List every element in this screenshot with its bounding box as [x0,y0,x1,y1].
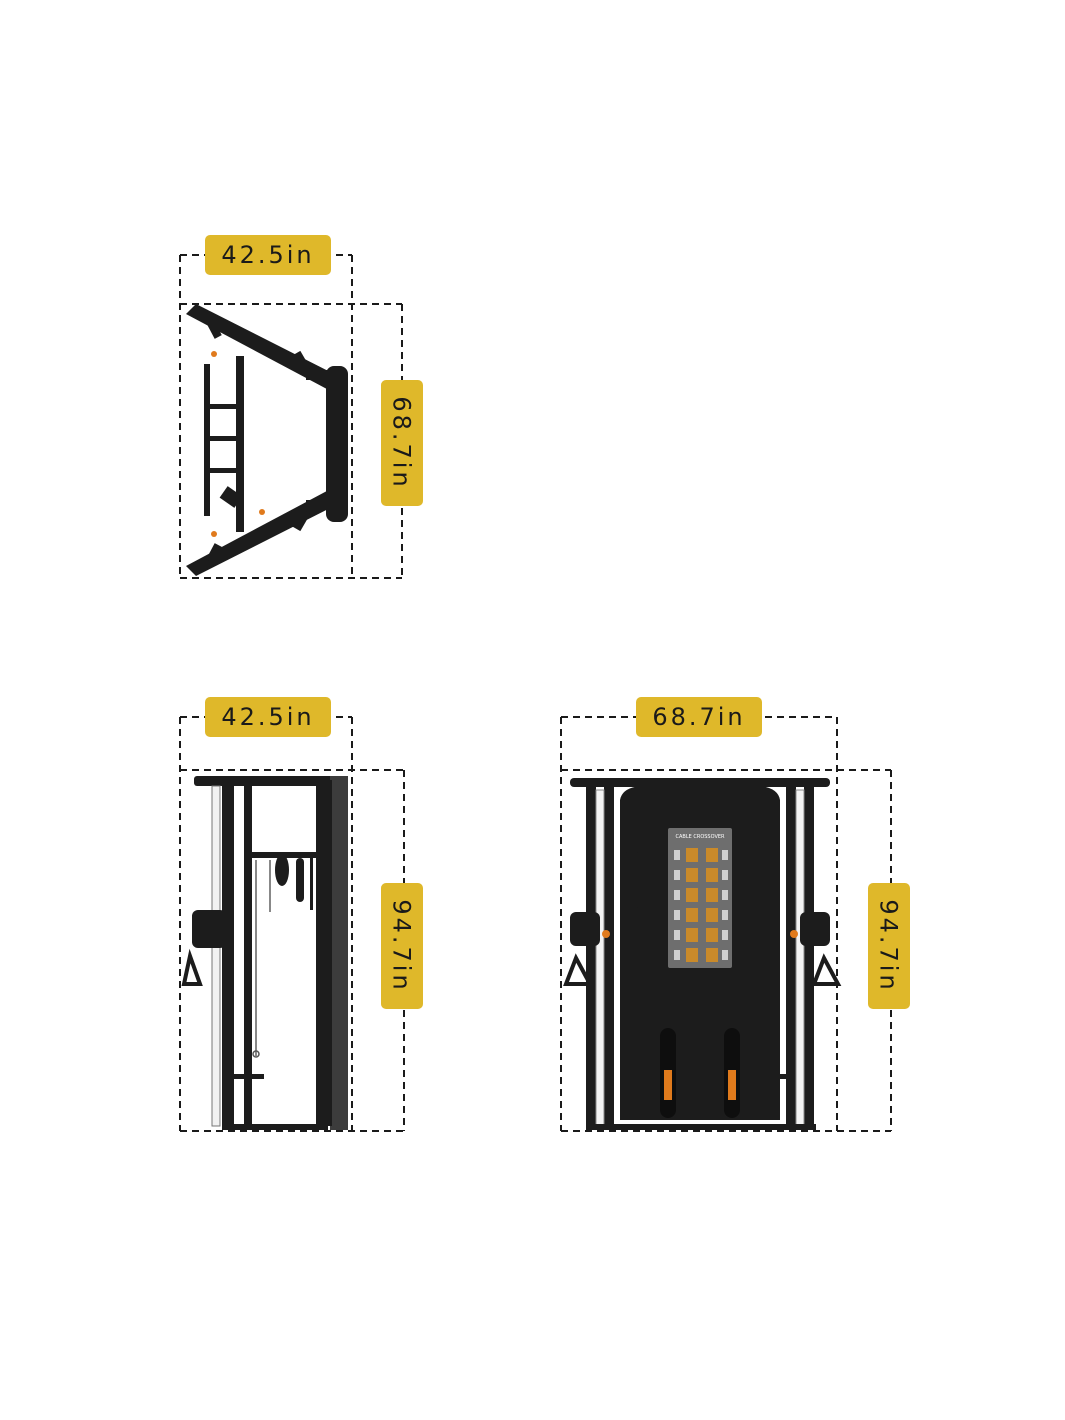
top-view-drawing [179,254,403,579]
front-view-height-label: 94.7in [868,883,910,1009]
front-view-drawing: CABLE CROSSOVER [560,716,892,1132]
front-view-width-label: 68.7in [636,697,762,737]
top-view-depth-label: 68.7in [381,380,423,506]
top-view-depth-text: 68.7in [388,396,417,490]
side-view-width-label: 42.5in [205,697,331,737]
top-view-width-label: 42.5in [205,235,331,275]
side-view-height-label: 94.7in [381,883,423,1009]
front-view-height-text: 94.7in [875,899,904,993]
exercise-grid [686,848,718,962]
side-view-drawing [179,716,405,1132]
panel-title: CABLE CROSSOVER [675,834,725,840]
side-view-height-text: 94.7in [388,899,417,993]
